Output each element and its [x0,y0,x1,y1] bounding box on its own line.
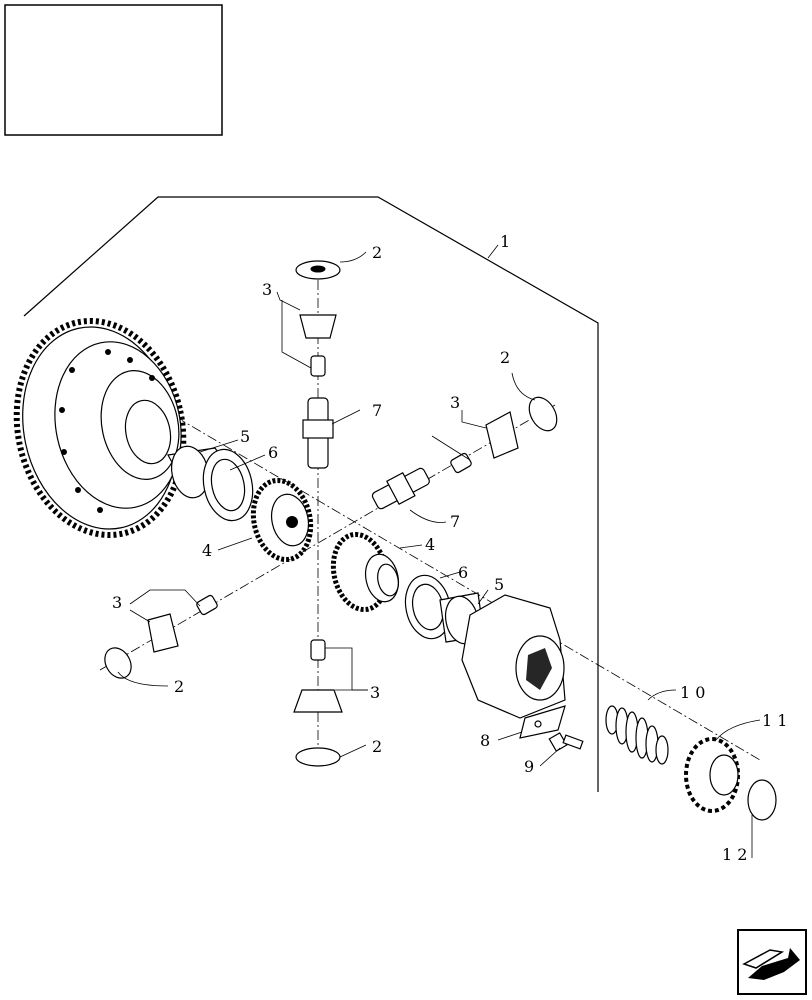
callout-7-mid: 7 [450,512,460,531]
callout-3-left: 3 [112,593,122,612]
leader-lines [117,251,761,858]
callout-1: 1 [500,232,510,251]
callout-6-right: 6 [458,563,468,582]
axis-lines [99,280,761,761]
assembly-outline [23,196,599,792]
callout-2-right: 2 [500,348,510,367]
callout-11: 1 1 [762,711,787,730]
snap-ring [747,779,777,821]
callout-6-left: 6 [268,443,278,462]
ring-gear [13,317,187,539]
callout-3-bottom: 3 [370,683,380,702]
shaft-vertical [302,397,334,469]
callout-3-top: 3 [262,280,272,299]
pinion-right [450,396,558,474]
callout-2-bottom: 2 [372,737,382,756]
lock-plate [519,705,566,739]
callout-3-right: 3 [450,393,460,412]
spring [605,705,669,765]
callout-4-right: 4 [425,535,435,554]
callout-5-right: 5 [494,575,504,594]
callout-12: 1 2 [722,845,747,864]
callout-4-left: 4 [202,541,212,560]
callout-2-top: 2 [372,243,382,262]
pinion-bottom [293,639,343,767]
callout-8: 8 [480,731,490,750]
callout-5-left: 5 [240,427,250,446]
pinion-left [104,594,218,679]
bearing-left [167,445,254,522]
diff-housing [461,594,566,719]
side-gear-left [250,477,314,563]
arrow-nav-icon[interactable] [737,929,807,995]
callouts: 1 2 3 2 3 7 5 6 7 4 4 6 5 3 2 3 1 0 1 1 … [112,232,787,864]
side-gear-right [330,531,400,613]
leader-1 [487,244,499,259]
callout-9: 9 [524,757,534,776]
callout-7-top: 7 [372,401,382,420]
callout-2-left: 2 [174,677,184,696]
title-frame [4,4,223,136]
pinion-top [295,260,341,377]
collar [684,737,740,813]
bolt [548,732,584,752]
callout-10: 1 0 [680,683,705,702]
shaft-horizontal [371,467,430,510]
